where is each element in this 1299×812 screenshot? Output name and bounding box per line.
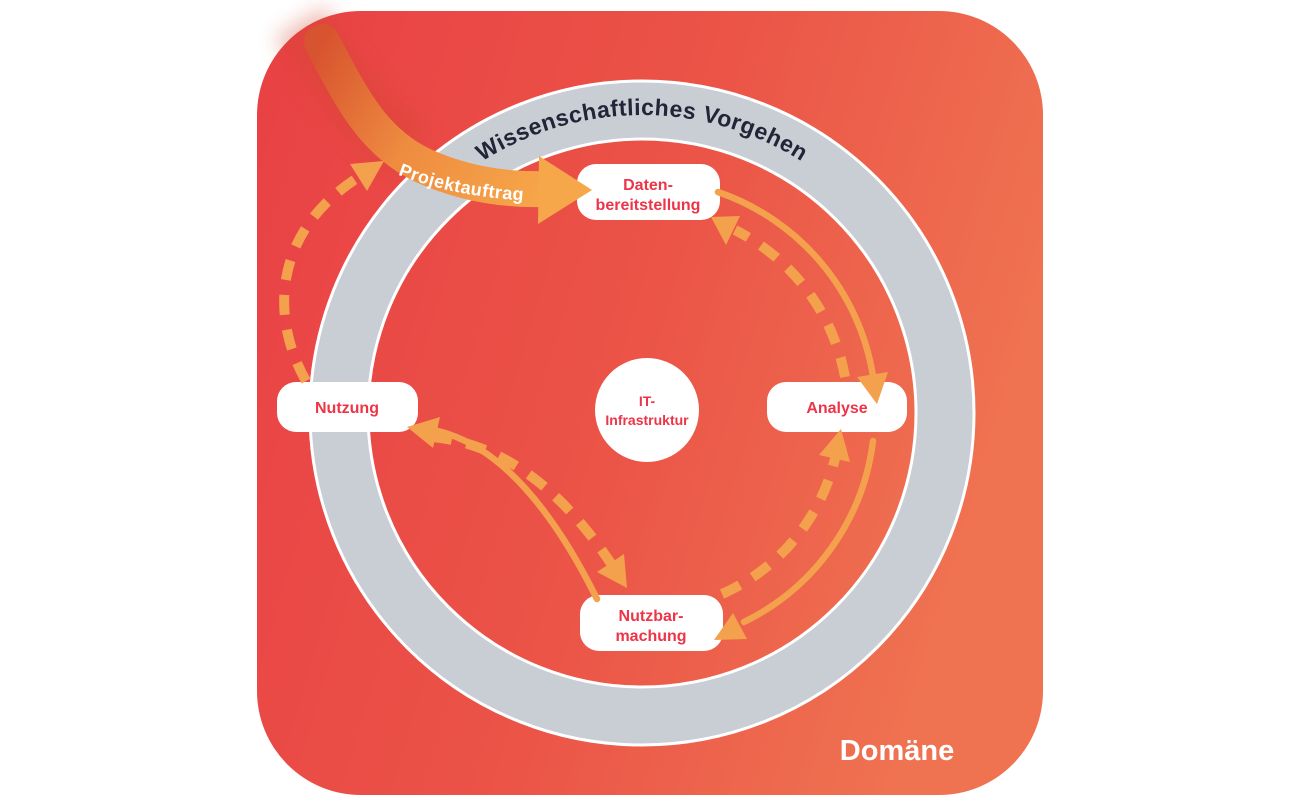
arrow-daten-analyse-head-icon: [857, 372, 888, 404]
node-analyse-label: Analyse: [806, 400, 867, 417]
node-it-infrastruktur: IT- Infrastruktur: [595, 358, 699, 462]
node-datenbereitstellung-label-line2: bereitstellung: [596, 197, 701, 214]
node-nutzung-box: [277, 382, 418, 432]
arrow-analyse-daten-head-icon: [711, 216, 740, 245]
arrow-nutzbar-analyse-head-icon: [819, 429, 850, 462]
arrow-daten-analyse-solid: [714, 188, 877, 380]
arrow-analyse-nutzbar-solid: [740, 437, 877, 626]
domain-caption: Domäne: [840, 735, 954, 767]
node-datenbereitstellung-box: [577, 164, 720, 220]
node-it-infrastruktur-circle: [595, 358, 699, 462]
node-nutzung: Nutzung: [277, 382, 418, 432]
node-nutzbarmachung-label-line1: Nutzbar-: [619, 608, 684, 625]
arrow-nutzbar-nutzung-solid: [434, 427, 601, 603]
arrow-analyse-nutzbar-head-icon: [714, 613, 747, 640]
arrow-nutzung-restart-head-icon: [350, 161, 384, 191]
node-it-infrastruktur-label-line1: IT-: [639, 393, 656, 409]
node-datenbereitstellung-label-line1: Daten-: [623, 177, 673, 194]
node-nutzung-label: Nutzung: [315, 400, 379, 417]
arrow-projektauftrag-band: [304, 24, 560, 208]
node-nutzbarmachung-box: [580, 595, 723, 651]
arrow-nutzung-nutzbar-dashed: [431, 432, 617, 568]
node-analyse: Analyse: [767, 382, 907, 432]
arrow-projektauftrag: Projektauftrag: [304, 24, 592, 224]
node-datenbereitstellung: Daten- bereitstellung: [577, 164, 720, 220]
arrow-projektauftrag-head-icon: [538, 156, 592, 224]
node-nutzbarmachung-label-line2: machung: [615, 628, 686, 645]
arrow-nutzung-nutzbar-head-icon: [597, 554, 627, 588]
arrow-nutzung-restart-dashed: [279, 170, 365, 384]
node-it-infrastruktur-label-line2: Infrastruktur: [605, 412, 689, 428]
node-nutzbarmachung: Nutzbar- machung: [580, 595, 723, 651]
cycle-arrows: [279, 161, 888, 640]
